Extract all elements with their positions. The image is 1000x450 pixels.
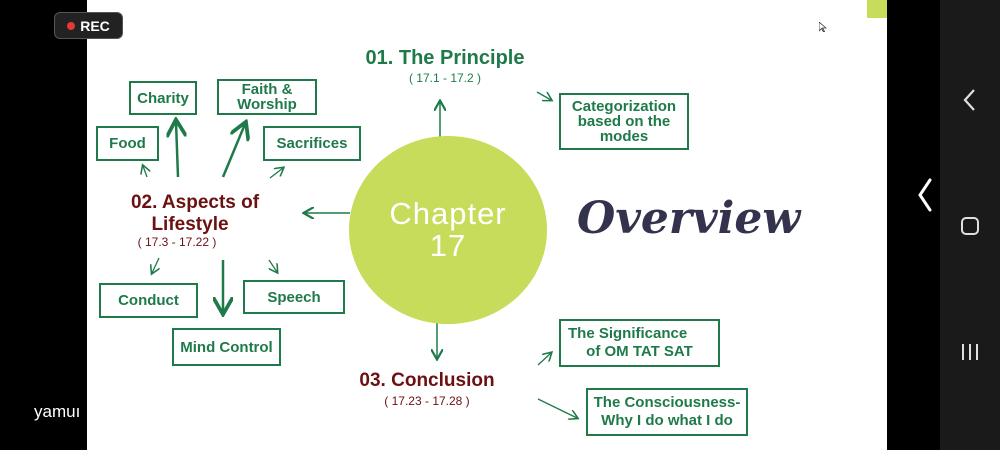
box-categorization: Categorization based on the modes [559, 93, 689, 150]
box-conduct: Conduct [99, 283, 198, 318]
box-consciousness: The Consciousness- Why I do what I do [586, 388, 748, 436]
recording-indicator: REC [54, 12, 123, 39]
box-categorization-line3: modes [599, 128, 649, 145]
record-dot-icon [67, 21, 76, 30]
box-sacrifices-label: Sacrifices [276, 135, 348, 152]
arrow-to-faith [221, 124, 245, 178]
chapter-circle: Chapter 17 [349, 136, 547, 324]
conclusion-title: 03. Conclusion [359, 370, 495, 391]
chevron-left-icon[interactable] [962, 88, 978, 112]
edge-back-gesture-icon[interactable] [916, 178, 934, 212]
box-significance-line2: of OM TAT SAT [586, 343, 693, 360]
box-charity-label: Charity [137, 89, 189, 107]
box-charity: Charity [129, 81, 197, 115]
aspects-title-line2: Lifestyle [151, 214, 229, 235]
box-faith-line1: Faith & [241, 81, 293, 98]
box-consciousness-line2: Why I do what I do [601, 412, 733, 429]
box-significance: The Significance of OM TAT SAT [559, 319, 720, 367]
arrow-to-sacrifices [269, 168, 283, 179]
box-consciousness-line1: The Consciousness- [593, 394, 741, 411]
box-categorization-line1: Categorization [571, 98, 677, 115]
box-conduct-label: Conduct [118, 292, 179, 309]
box-sacrifices: Sacrifices [263, 126, 361, 161]
slide-corner-accent [867, 0, 887, 18]
arrow-to-conduct [152, 257, 159, 273]
system-navigation-bar [940, 0, 1000, 450]
conclusion-range: ( 17.23 - 17.28 ) [384, 394, 470, 408]
arrow-to-charity [176, 122, 178, 178]
arrow-to-significance [537, 353, 551, 366]
aspects-title-line1: 02. Aspects of [130, 192, 260, 213]
aspects-title: 02. Aspects of Lifestyle [100, 192, 290, 236]
chapter-number: 17 [429, 228, 467, 263]
box-faith-line2: Worship [237, 96, 297, 113]
overview-title: Overview [577, 193, 801, 244]
recents-bars-icon[interactable] [960, 342, 980, 362]
connector-arrows [87, 91, 887, 450]
square-home-icon[interactable] [960, 216, 980, 236]
arrow-to-consciousness [537, 398, 577, 418]
presentation-slide: 01. The Principle ( 17.1 - 17.2 ) 02. As… [87, 0, 887, 450]
arrow-to-speech [269, 259, 277, 272]
box-speech-label: Speech [267, 288, 321, 306]
box-categorization-line2: based on the [577, 113, 671, 130]
box-significance-line1: The Significance [568, 325, 688, 342]
principle-title: 01. The Principle [365, 47, 525, 69]
participant-name: yamuı [34, 402, 81, 421]
box-mind-control-label: Mind Control [180, 338, 273, 356]
arrow-to-food [143, 166, 147, 178]
box-food: Food [96, 126, 159, 161]
mouse-cursor-icon [819, 22, 827, 32]
principle-range: ( 17.1 - 17.2 ) [408, 71, 482, 85]
box-mind-control: Mind Control [172, 328, 281, 366]
aspects-range: ( 17.3 - 17.22 ) [137, 235, 217, 249]
box-speech: Speech [243, 280, 345, 314]
chapter-label: Chapter [389, 196, 507, 231]
recording-label: REC [80, 17, 110, 34]
arrow-to-categorization [536, 91, 551, 100]
box-food-label: Food [109, 135, 146, 152]
box-faith-worship: Faith & Worship [217, 79, 317, 115]
